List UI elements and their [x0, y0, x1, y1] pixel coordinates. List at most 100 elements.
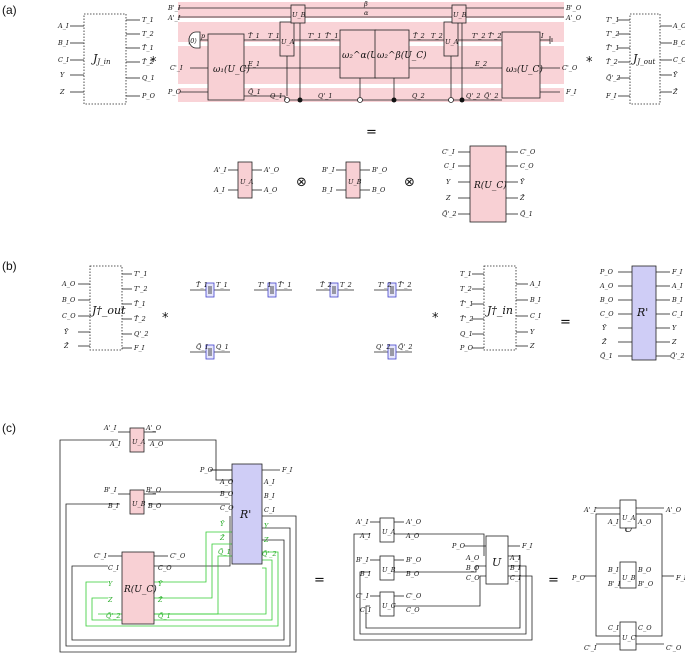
svg-text:U_A: U_A — [382, 528, 396, 536]
svg-text:B_O: B_O — [405, 570, 420, 578]
svg-text:C'_I: C'_I — [584, 644, 597, 652]
svg-text:T_2: T_2 — [460, 285, 472, 293]
omega1-box: ω₁(U_C) — [213, 64, 250, 75]
svg-text:A_I: A_I — [607, 518, 619, 526]
svg-text:U_C: U_C — [382, 602, 396, 610]
memory-q1: Q̃_1 Q_1 — [190, 343, 230, 360]
wire-t2-prime: T'_2 — [472, 32, 486, 40]
wire-alpha: α — [364, 9, 369, 17]
svg-text:T'_2: T'_2 — [134, 285, 148, 293]
a-bottom-ub: U_B B'_I B_I B'_O B_O — [321, 161, 388, 199]
jout-dagger-label: J†_out — [90, 304, 126, 317]
omega3-box: ω₃(U_C) — [506, 64, 543, 75]
panel-label-b: (b) — [2, 259, 17, 273]
svg-text:T̃'_1: T̃'_1 — [460, 300, 474, 308]
wire-po: P_O — [167, 88, 182, 96]
svg-text:Q̃'_2: Q̃'_2 — [670, 352, 685, 360]
svg-text:B'_I: B'_I — [607, 580, 621, 588]
svg-text:B_I: B_I — [509, 564, 521, 572]
svg-text:F_I: F_I — [133, 344, 145, 352]
svg-text:A_O: A_O — [149, 440, 164, 448]
wire-e2: E_2 — [474, 60, 487, 68]
svg-text:U_B: U_B — [348, 178, 362, 186]
c-mid-network: U_A A'_I A'_O A_I A_O U_B B'_I B'_O B_I … — [353, 517, 533, 641]
svg-text:Z: Z — [445, 194, 451, 202]
jout-out-3: Ȳ — [673, 70, 678, 79]
wire-bi-prime: B'_I — [167, 4, 181, 12]
svg-text:Ȳ: Ȳ — [64, 327, 69, 336]
svg-text:C_I: C_I — [108, 564, 119, 572]
svg-text:U_A: U_A — [622, 514, 636, 522]
svg-text:R': R' — [239, 508, 251, 521]
svg-text:T̃'_2: T̃'_2 — [398, 281, 412, 289]
jin-dagger-box: J†_in T_1 T_2 T̃'_1 T̃'_2 Q_1 P_O A_I B_… — [459, 265, 541, 352]
svg-text:U: U — [624, 522, 634, 535]
svg-text:U_A: U_A — [240, 178, 254, 186]
svg-text:Y: Y — [446, 178, 451, 186]
svg-text:C'_O: C'_O — [406, 592, 422, 600]
svg-text:B_O: B_O — [637, 566, 652, 574]
svg-text:A'_O: A'_O — [665, 506, 682, 514]
jout-out-0: A_O — [672, 22, 685, 30]
jin-out-0: T_1 — [142, 16, 154, 24]
svg-text:B_O: B_O — [465, 564, 480, 572]
wire-ai-prime: A'_I — [167, 14, 181, 22]
svg-text:Q̃_1: Q̃_1 — [196, 343, 209, 351]
svg-text:A'_O: A'_O — [405, 518, 422, 526]
svg-text:F_I: F_I — [281, 466, 293, 474]
wire-t1-bar: T̄_1 — [248, 31, 260, 40]
svg-text:C_O: C_O — [62, 312, 76, 320]
svg-text:F_I: F_I — [675, 574, 685, 582]
svg-text:A'_I: A'_I — [355, 518, 369, 526]
ub1-box: U_B — [292, 11, 306, 19]
svg-text:Z̃: Z̃ — [601, 338, 607, 346]
svg-text:C_I: C_I — [608, 624, 619, 632]
svg-text:P_O: P_O — [459, 344, 474, 352]
svg-text:C_I: C_I — [672, 310, 683, 318]
svg-text:B'_O: B'_O — [371, 166, 388, 174]
jin-out-1: T_2 — [142, 30, 154, 38]
svg-text:A_I: A_I — [671, 282, 683, 290]
svg-text:C_O: C_O — [158, 564, 172, 572]
wire-co-prime: C'_O — [562, 64, 578, 72]
svg-text:A'_O: A'_O — [145, 424, 162, 432]
svg-text:Q̃_1: Q̃_1 — [218, 548, 231, 556]
svg-text:C_O: C_O — [638, 624, 652, 632]
svg-text:Ȳ: Ȳ — [602, 323, 607, 332]
svg-text:R': R' — [636, 306, 648, 319]
wire-p: p — [201, 32, 206, 40]
equals-b: = — [560, 315, 571, 330]
svg-text:C'_I: C'_I — [94, 552, 107, 560]
a-bottom-r: R(U_C) C'_I C_I Y Z Q̃'_2 C'_O C_O Ȳ Z̃ … — [442, 145, 536, 223]
ket-zero: |0⟩ — [188, 37, 197, 45]
svg-text:T_1: T_1 — [460, 270, 472, 278]
wire-q1-bar: Q̄_1 — [248, 87, 261, 96]
svg-text:C'_O: C'_O — [666, 644, 682, 652]
svg-text:C_I: C_I — [360, 606, 371, 614]
jout-in-5: F_I — [605, 92, 617, 100]
svg-text:Q̃'_2: Q̃'_2 — [262, 550, 277, 558]
svg-text:U_B: U_B — [622, 574, 636, 582]
jout-in-4: Q̃'_2 — [606, 74, 621, 82]
svg-text:A_O: A_O — [465, 554, 480, 562]
panel-label-a: (a) — [2, 3, 17, 17]
svg-text:R(U_C): R(U_C) — [123, 584, 157, 595]
svg-text:C_I: C_I — [264, 506, 275, 514]
svg-text:A_I: A_I — [529, 280, 541, 288]
svg-text:T̃_1: T̃_1 — [134, 300, 146, 308]
ua2-box: U_A — [445, 38, 459, 46]
svg-text:Z: Z — [671, 338, 677, 346]
svg-text:B_O: B_O — [599, 296, 614, 304]
svg-text:A_O: A_O — [61, 280, 76, 288]
svg-text:B_O: B_O — [61, 296, 76, 304]
svg-text:C_O: C_O — [600, 310, 614, 318]
wire-ci-prime: C'_I — [170, 64, 183, 72]
svg-text:P_O: P_O — [599, 268, 614, 276]
jin-outputs: T_1 T_2 T̃_1 T̃_2 Q_1 P_O — [126, 16, 156, 100]
svg-text:Ȳ: Ȳ — [220, 519, 225, 528]
svg-text:Z: Z — [107, 596, 113, 604]
memory-t1: T̃_1 T_1 — [190, 281, 230, 298]
jin-in-2: C_I — [58, 56, 69, 64]
wire-t2-tilde: T̃_2 — [413, 32, 425, 40]
